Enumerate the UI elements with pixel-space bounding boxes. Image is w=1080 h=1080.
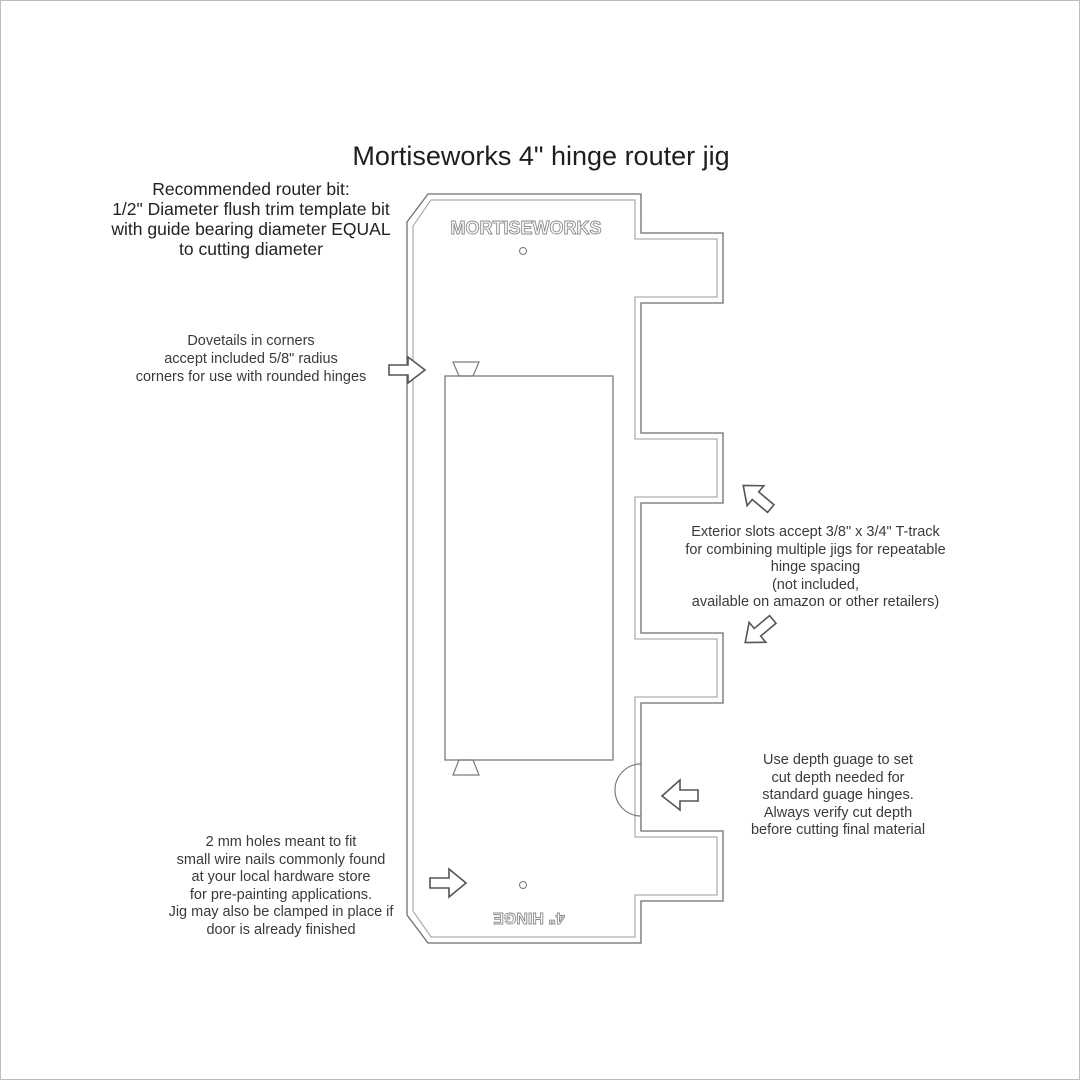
dovetail-note: Dovetails in corners accept included 5/8… (135, 333, 367, 385)
arrow-down-left-slot-icon (744, 614, 778, 644)
mortise-window (444, 375, 614, 761)
arrow-right-nail-hole-icon (429, 867, 468, 899)
dovetail-bottom (452, 759, 480, 776)
nail-hole-bottom (519, 881, 527, 889)
size-engraving: 4" HINGE (493, 909, 565, 926)
depth-gauge (614, 763, 642, 817)
nail-holes-note: 2 mm holes meant to fit small wire nails… (168, 834, 394, 938)
depth-gauge-note: Use depth guage to set cut depth needed … (750, 752, 926, 838)
page-title: Mortiseworks 4" hinge router jig (352, 141, 730, 171)
nail-hole-top (519, 247, 527, 255)
brand-engraving: MORTISEWORKS (451, 218, 602, 238)
exterior-slots-note: Exterior slots accept 3/8" x 3/4" T-trac… (685, 524, 946, 610)
arrow-up-left-slot-icon (742, 484, 776, 514)
arrow-right-dovetail-icon (388, 355, 427, 385)
router-bit-note: Recommended router bit: 1/2" Diameter fl… (111, 179, 391, 259)
jig-outline (406, 193, 724, 944)
arrow-left-depth-gauge-icon (660, 778, 699, 812)
dovetail-top (452, 361, 480, 377)
